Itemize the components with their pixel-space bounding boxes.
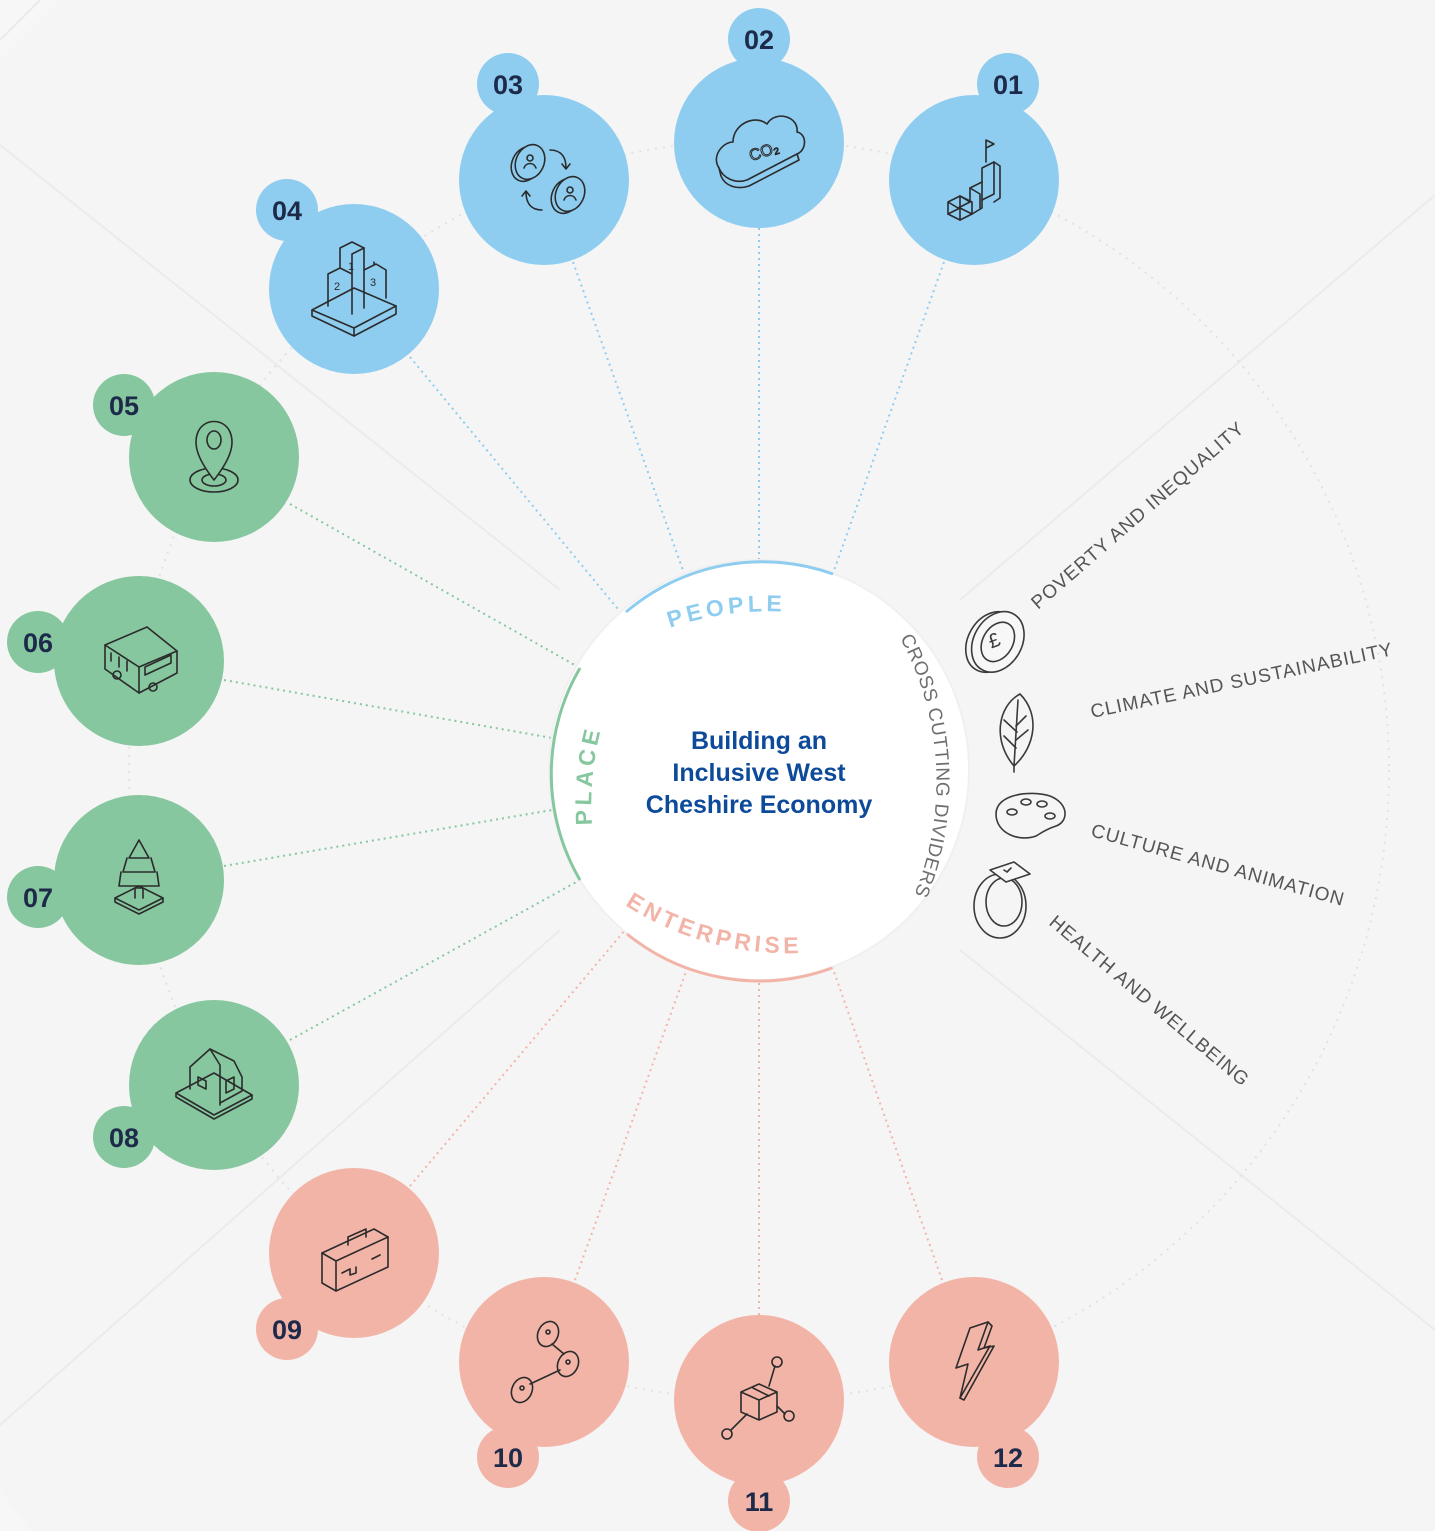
theme-number-12: 12 xyxy=(993,1443,1023,1473)
theme-node-06[interactable]: 06 xyxy=(7,576,224,746)
center-title-line-1: Building an xyxy=(691,727,827,755)
tree-icon xyxy=(114,839,164,915)
people-arc xyxy=(625,560,834,614)
lightning-icon xyxy=(955,1321,995,1401)
theme-number-10: 10 xyxy=(493,1443,523,1473)
leaf-icon xyxy=(999,693,1034,773)
location-pin-icon xyxy=(189,420,239,493)
smartwatch-icon xyxy=(973,861,1031,939)
pound-coin-icon: £ xyxy=(964,610,1025,673)
theme-number-08: 08 xyxy=(109,1123,139,1153)
theme-number-07: 07 xyxy=(23,883,53,913)
theme-number-05: 05 xyxy=(109,391,139,421)
theme-node-01[interactable]: 01 xyxy=(889,53,1059,265)
center-title-line-2: Inclusive West xyxy=(672,759,846,787)
theme-node-03[interactable]: 03 xyxy=(459,53,629,265)
theme-node-07[interactable]: 07 xyxy=(7,795,224,965)
connector-lines xyxy=(223,228,945,1315)
box-network-icon xyxy=(721,1356,795,1440)
growth-steps-flag-icon xyxy=(947,139,1001,221)
theme-number-03: 03 xyxy=(493,70,523,100)
theme-number-06: 06 xyxy=(23,628,53,658)
theme-node-12[interactable]: 12 xyxy=(889,1277,1059,1488)
theme-node-11[interactable]: 11 xyxy=(674,1315,844,1531)
palette-icon xyxy=(995,792,1066,839)
theme-node-09[interactable]: 09 xyxy=(256,1168,439,1360)
podium-icon: 2 1 3 xyxy=(311,241,397,337)
enterprise-arc xyxy=(626,932,833,983)
theme-node-04[interactable]: 04 2 1 3 xyxy=(256,179,439,374)
briefcase-icon xyxy=(321,1228,389,1292)
theme-number-02: 02 xyxy=(744,25,774,55)
theme-number-11: 11 xyxy=(745,1487,774,1517)
theme-node-08[interactable]: 08 xyxy=(93,1000,299,1170)
svg-text:1: 1 xyxy=(348,261,354,273)
svg-text:3: 3 xyxy=(370,277,376,289)
coin-network-icon xyxy=(510,1320,580,1404)
center-hub: Building an Inclusive West Cheshire Econ… xyxy=(548,559,970,983)
theme-node-05[interactable]: 05 xyxy=(93,372,299,542)
coin-exchange-icon xyxy=(510,143,586,215)
bus-icon xyxy=(104,626,178,694)
theme-number-09: 09 xyxy=(272,1315,302,1345)
svg-text:2: 2 xyxy=(334,281,340,293)
house-icon xyxy=(175,1048,253,1120)
theme-nodes: 01 02 CO₂ xyxy=(7,8,1059,1531)
center-title-line-3: Cheshire Economy xyxy=(646,791,873,819)
theme-node-02[interactable]: 02 CO₂ xyxy=(674,8,844,228)
theme-number-01: 01 xyxy=(993,70,1023,100)
place-arc xyxy=(549,667,582,881)
theme-node-10[interactable]: 10 xyxy=(459,1277,629,1488)
theme-number-04: 04 xyxy=(272,196,302,226)
